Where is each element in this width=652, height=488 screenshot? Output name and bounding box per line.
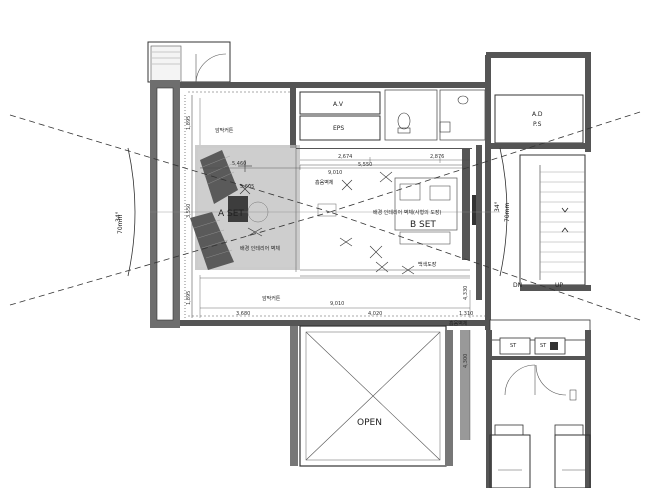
staircase xyxy=(519,154,591,291)
room-label-st-right: ST xyxy=(540,343,547,349)
lower-right-rooms xyxy=(486,319,591,488)
angle-right-deg: 34° xyxy=(494,201,501,212)
angle-right-mm: 70mm xyxy=(504,203,511,222)
balcony-top-left xyxy=(147,41,231,83)
open-area xyxy=(290,325,470,467)
dim-3680: 3,680 xyxy=(236,311,250,317)
service-rooms xyxy=(299,89,486,141)
note-bg-wall-b: 배경 인테리어 벽체(사형의 도장) xyxy=(373,209,442,216)
set-label-a: A SET xyxy=(218,209,244,219)
dim-2674: 2,674 xyxy=(338,154,352,160)
note-absorb-wall-top: 흡음벽체 xyxy=(315,179,334,186)
dim-4300: 4,300 xyxy=(463,354,469,368)
dim-4330: 4,330 xyxy=(463,286,469,300)
dim-1895-bottom: 1,895 xyxy=(186,291,192,305)
room-label-av: A.V xyxy=(333,101,344,108)
note-blackout-top: 암막커튼 xyxy=(215,127,234,134)
dimension-lines xyxy=(199,98,471,440)
dim-5605: 5,605 xyxy=(240,184,254,190)
room-label-open: OPEN xyxy=(357,418,382,428)
camera-view-lines xyxy=(9,111,641,321)
angle-arcs xyxy=(127,147,508,277)
dim-5460: 5,460 xyxy=(232,161,246,167)
angle-left-deg: 34° xyxy=(115,211,122,222)
note-absorb-wall-bottom: 흡음벽체 xyxy=(449,320,468,327)
dim-9010-top: 9,010 xyxy=(328,170,342,176)
dim-1310: 1,310 xyxy=(459,311,473,317)
angle-left-mm: 70mm xyxy=(117,215,124,234)
a-set-stage xyxy=(190,150,248,270)
dim-3550: 3,550 xyxy=(186,204,192,218)
dim-5550: 5,550 xyxy=(358,162,372,168)
outer-walls xyxy=(150,52,591,330)
dim-4020: 4,020 xyxy=(368,311,382,317)
dim-2876: 2,876 xyxy=(430,154,444,160)
note-bg-wall-a: 배경 인테리어 벽체 xyxy=(240,245,280,252)
stair-label-dn: DN xyxy=(513,282,522,289)
note-blackout-bottom: 암막커튼 xyxy=(262,295,281,302)
stair-label-up: UP xyxy=(555,282,563,289)
set-label-b: B SET xyxy=(410,220,436,230)
dim-9010-bottom: 9,010 xyxy=(330,301,344,307)
note-white-paint: 백색도장 xyxy=(418,261,437,268)
labels: A.V EPS A.D P.S ST ST OPEN A SET B SET 암… xyxy=(115,101,563,428)
room-label-eps: EPS xyxy=(333,125,344,132)
dim-1895-top: 1,895 xyxy=(186,116,192,130)
room-label-ps: P.S xyxy=(533,121,542,128)
room-label-ad: A.D xyxy=(532,111,543,118)
room-label-st-left: ST xyxy=(510,343,517,349)
light-stands xyxy=(238,160,415,275)
